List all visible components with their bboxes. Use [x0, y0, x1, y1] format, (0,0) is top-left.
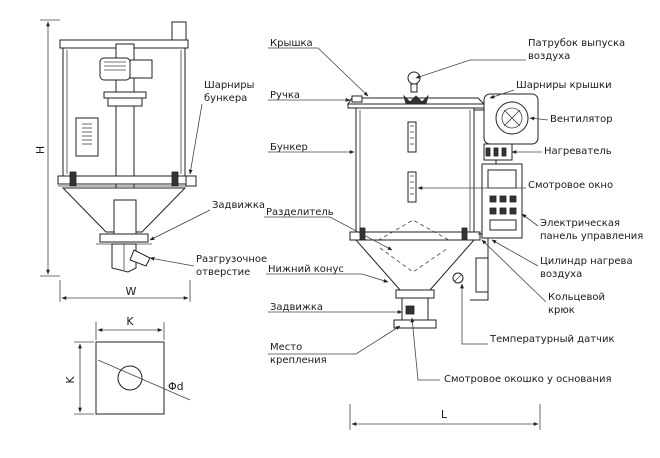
dim-K-side-label: K	[64, 376, 77, 384]
label-gate-right: Задвижка	[270, 302, 323, 313]
label-handle: Ручка	[270, 90, 300, 101]
front-sight-window-lower	[407, 171, 417, 203]
front-view	[347, 71, 539, 329]
label-fan: Вентилятор	[550, 114, 613, 125]
dim-H-label: H	[34, 146, 47, 154]
mount-hole	[117, 365, 143, 391]
label-temp-sensor: Температурный датчик	[489, 334, 615, 345]
side-gate	[99, 233, 149, 243]
front-mount	[393, 319, 437, 329]
dim-W: W	[59, 280, 191, 302]
front-flange	[349, 231, 481, 241]
label-lid: Крышка	[270, 38, 313, 49]
dim-L: L	[349, 404, 541, 430]
side-exhaust-pipe	[171, 21, 187, 41]
label-divider: Разделитель	[266, 207, 334, 218]
label-base-sight: Смотровое окошко у основания	[444, 374, 612, 385]
side-view	[57, 21, 197, 273]
label-hopper: Бункер	[270, 142, 308, 153]
heating-cylinder	[475, 257, 489, 293]
dim-K-top-label: K	[126, 315, 134, 328]
dim-H: H	[34, 19, 60, 277]
side-sight-window	[75, 117, 99, 157]
label-lower-cone: Нижний конус	[268, 264, 344, 275]
dim-phi-d-label: Φd	[168, 380, 184, 393]
ring-hook	[407, 71, 421, 85]
label-heater: Нагреватель	[544, 146, 612, 157]
label-lid-hinges: Шарниры крышки	[516, 80, 612, 91]
label-gate-left: Задвижка	[212, 200, 265, 211]
mount-plate-view: K K Φd	[64, 315, 191, 415]
dim-W-label: W	[126, 285, 137, 298]
dim-L-label: L	[441, 408, 448, 421]
front-sight-window-upper	[407, 121, 417, 153]
label-sight-window: Смотровое окно	[528, 180, 613, 191]
